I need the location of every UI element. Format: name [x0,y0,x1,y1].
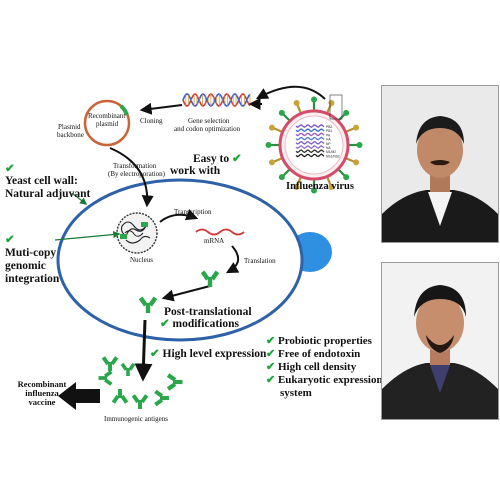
virus-legend-label: PB2 [326,125,332,129]
advantage-text: Free of endotoxin [277,348,361,360]
label-ptm-1: Post-translational [164,306,252,318]
check-icon: ✔ [5,234,15,246]
label-recombinant-plasmid-1: Recombinant [88,112,126,120]
advantage-item: system [280,387,312,399]
check-icon: ✔ [266,374,276,386]
label-multi-copy-check: ✔ [5,234,15,246]
advantage-text: Eukaryotic expression [277,374,383,386]
label-influenza-virus: Influenza virus [286,181,354,192]
label-yeast-cell-wall-1: Yeast cell wall: [5,175,78,187]
label-transcription: Transcription [174,208,212,216]
mrna-icon [195,228,245,236]
virus-legend-label: PB1 [326,129,332,133]
advantage-item: ✔ Free of endotoxin [266,348,361,361]
callout-arrows [54,192,121,241]
label-gene-selection: Gene selection [188,117,230,125]
advantage-item: ✔ Eukaryotic expression [266,374,383,387]
check-icon: ✔ [266,335,276,347]
nucleus-icon [116,212,158,254]
label-ptm-2: ✔ modifications [160,318,239,330]
label-transformation-1: Transformation [113,162,157,170]
flow-arrows [109,85,326,382]
check-icon: ✔ [160,318,170,330]
label-recombinant-plasmid-2: plasmid [96,120,119,128]
advantage-text: Probiotic properties [277,335,372,347]
label-yeast-cell-wall-2: Natural adjuvant [5,188,91,200]
check-icon: ✔ [266,361,276,373]
portrait-photo-bottom [381,262,499,420]
label-multi-copy-1: Muti-copy [5,247,57,259]
label-recombinant-vaccine-2: influenza [25,387,59,398]
dna-helix-icon [182,93,251,107]
label-immunogenic-antigens: Immunogenic antigens [104,415,168,423]
label-high-level-expression: ✔ High level expression [150,348,266,360]
label-cloning: Cloning [140,117,163,125]
advantage-item: ✔ High cell density [266,361,357,374]
advantage-item: ✔ Probiotic properties [266,335,372,348]
virus-legend-label: PA [326,133,331,137]
label-multi-copy-2: genomic [5,260,46,272]
label-multi-copy-3: integration [5,273,60,285]
label-easy-to-1: Easy to ✔ [193,153,242,165]
label-recombinant-vaccine-1: Recombinant [17,379,67,389]
virus-legend-label: NS1/NS2 [326,154,340,158]
label-easy-to-2: work with [170,165,221,177]
check-icon: ✔ [266,348,276,360]
label-plasmid-backbone-1: Plasmid [58,123,81,131]
virus-legend-label: HA [326,138,331,142]
virus-legend-label: NP [326,142,331,146]
label-plasmid-backbone-2: backbone [57,131,84,139]
label-mrna: mRNA [204,237,225,245]
yeast-cell [56,178,332,342]
label-yeast-cell-wall-1: ✔ [5,163,15,175]
label-recombinant-vaccine: Recombinant influenza vaccine [10,380,74,407]
check-icon: ✔ [5,163,15,175]
ptm-2-text: modifications [172,318,239,330]
high-level-expression-text: High level expression [162,348,267,360]
easy-to-text: Easy to [193,153,230,165]
check-icon: ✔ [150,348,160,360]
label-recombinant-vaccine-3: vaccine [28,396,56,407]
portrait-photo-top [381,85,499,243]
advantage-text: High cell density [277,361,357,373]
vaccine-output-arrow [58,382,100,410]
immunogenic-antigens [98,356,183,409]
check-icon: ✔ [231,153,242,165]
label-nucleus: Nucleus [130,256,153,264]
label-translation: Translation [244,257,276,265]
virus-legend-label: NA [326,146,331,150]
virus-legend-label: M1/M2 [326,150,336,154]
label-transformation-2: (By electroporation) [108,170,165,178]
label-codon-optimization: and codon optimization [174,125,241,133]
plasmid-icon [83,99,131,147]
